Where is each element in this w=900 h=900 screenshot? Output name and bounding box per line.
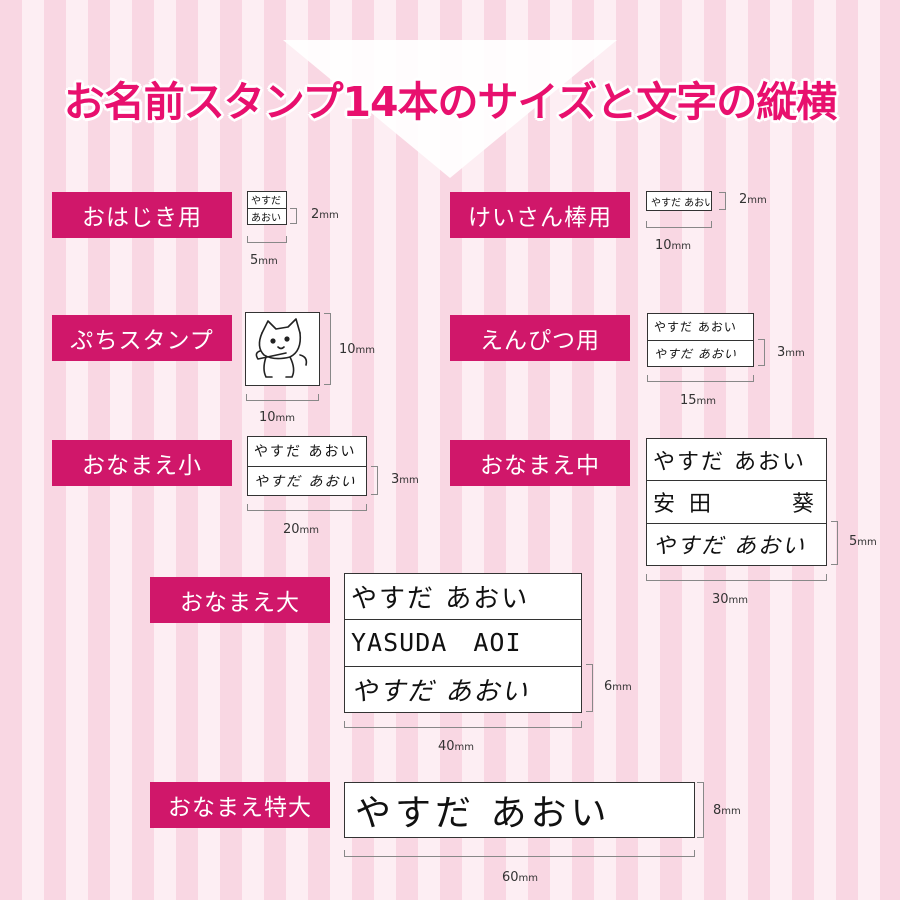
height-bracket	[719, 192, 726, 210]
width-bracket	[246, 394, 319, 401]
stamp-large: やすだ あおい YASUDA AOI やすだ あおい	[344, 573, 582, 713]
width-bracket	[646, 574, 827, 581]
width-dim-puchi: 10mm	[259, 410, 296, 425]
stamp-xlarge: やすだ あおい	[344, 782, 695, 838]
page-title: お名前スタンプ14本のサイズと文字の縦横	[63, 78, 838, 126]
height-dim-small: 3mm	[391, 472, 419, 487]
height-bracket	[586, 664, 593, 712]
width-bracket	[344, 850, 695, 857]
stamp-line: やすだ あおい	[647, 439, 826, 482]
height-bracket	[758, 339, 765, 366]
height-dim-puchi: 10mm	[339, 342, 376, 357]
height-dim-large: 6mm	[604, 679, 632, 694]
stamp-line: やすだ あおい	[248, 437, 366, 467]
stamp-line: やすだ あおい	[351, 676, 530, 707]
stamp-line: 安田 葵	[647, 481, 826, 524]
width-dim-keisan: 10mm	[655, 238, 692, 253]
height-dim-xlarge: 8mm	[713, 803, 741, 818]
label-large: おなまえ大	[150, 577, 330, 623]
width-dim-small: 20mm	[283, 522, 320, 537]
stamp-line: やすだ あおい	[355, 793, 611, 834]
stamp-line: やすだ あおい	[654, 346, 737, 361]
height-dim-enpitsu: 3mm	[777, 345, 805, 360]
stamp-line: あおい	[251, 212, 281, 224]
height-dim-keisan: 2mm	[739, 192, 767, 207]
width-bracket	[646, 221, 712, 228]
width-dim-xlarge: 60mm	[502, 870, 539, 885]
height-bracket	[831, 521, 838, 565]
down-arrow-graphic	[283, 40, 617, 178]
width-dim-enpitsu: 15mm	[680, 393, 717, 408]
dog-illustration-icon	[255, 318, 308, 378]
width-bracket	[247, 236, 287, 243]
height-bracket	[324, 313, 331, 385]
stamp-ohajiki: やすだ あおい	[247, 191, 287, 225]
label-medium: おなまえ中	[450, 440, 630, 486]
stamp-line: やすだ あおい	[254, 473, 357, 490]
stamp-line: YASUDA AOI	[345, 620, 581, 667]
width-bracket	[647, 375, 754, 382]
width-bracket	[247, 504, 367, 511]
label-ohajiki: おはじき用	[52, 192, 232, 238]
label-small: おなまえ小	[52, 440, 232, 486]
height-dim-medium: 5mm	[849, 534, 877, 549]
label-enpitsu: えんぴつ用	[450, 315, 630, 361]
stamp-line: やすだ	[248, 192, 286, 209]
stamp-line: やすだ あおい	[653, 534, 806, 560]
width-bracket	[344, 721, 582, 728]
height-bracket	[290, 208, 297, 224]
label-puchi: ぷちスタンプ	[52, 315, 232, 361]
stamp-keisan: やすだ あおい	[646, 191, 712, 211]
stamp-line: やすだ あおい	[648, 314, 753, 341]
height-dim-ohajiki: 2mm	[311, 207, 339, 222]
height-bracket	[697, 782, 704, 838]
height-bracket	[371, 466, 378, 495]
stamp-enpitsu: やすだ あおい やすだ あおい	[647, 313, 754, 367]
width-dim-ohajiki: 5mm	[250, 253, 278, 268]
stamp-medium: やすだ あおい 安田 葵 やすだ あおい	[646, 438, 827, 566]
stamp-line: やすだ あおい	[651, 197, 711, 209]
stamp-line: やすだ あおい	[345, 574, 581, 621]
stamp-small: やすだ あおい やすだ あおい	[247, 436, 367, 496]
width-dim-large: 40mm	[438, 739, 475, 754]
label-xlarge: おなまえ特大	[150, 782, 330, 828]
width-dim-medium: 30mm	[712, 592, 749, 607]
label-keisan: けいさん棒用	[450, 192, 630, 238]
stamp-puchi	[245, 312, 320, 386]
